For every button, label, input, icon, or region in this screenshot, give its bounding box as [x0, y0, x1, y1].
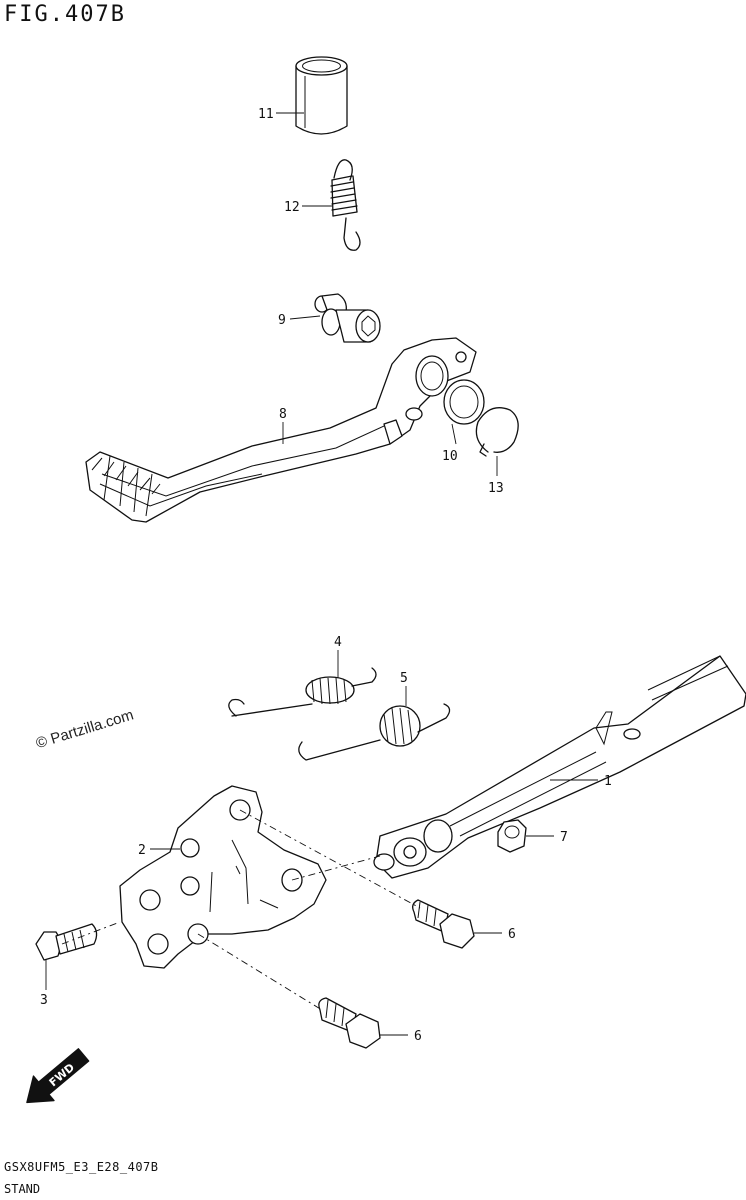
part-7-nut[interactable]: [497, 819, 527, 853]
callout-10: 10: [442, 449, 458, 464]
callout-4: 4: [334, 635, 342, 650]
callout-8: 8: [279, 407, 287, 422]
callout-11: 11: [258, 107, 274, 122]
part-2-bracket[interactable]: [119, 785, 327, 969]
part-4-spring[interactable]: [228, 667, 377, 717]
footer-code: GSX8UFM5_E3_E28_407B: [4, 1160, 159, 1174]
callout-3: 3: [40, 993, 48, 1008]
callout-1: 1: [604, 774, 612, 789]
callout-6a: 6: [508, 927, 516, 942]
callout-7: 7: [560, 830, 568, 845]
figure-title: FIG.407B: [4, 2, 126, 27]
part-11-collar[interactable]: [295, 56, 348, 135]
part-8-brake-pedal[interactable]: [85, 337, 477, 523]
part-10-washer[interactable]: [443, 379, 485, 425]
part-5-spring[interactable]: [298, 703, 451, 761]
fwd-arrow-icon: FWD: [26, 1048, 90, 1104]
part-3-bolt[interactable]: [35, 923, 98, 961]
part-6a-bolt[interactable]: [412, 899, 475, 949]
leader-lines: [45, 112, 598, 1036]
part-13-snap-ring[interactable]: [475, 407, 519, 457]
part-1-side-stand[interactable]: [373, 655, 746, 879]
part-6b-bolt[interactable]: [318, 997, 381, 1049]
part-9-pivot-bolt[interactable]: [314, 293, 381, 343]
callout-6b: 6: [414, 1029, 422, 1044]
callout-12: 12: [284, 200, 300, 215]
callout-13: 13: [488, 481, 504, 496]
callout-labels: 1 2 3 4 5 6 6 7 8 9 10 11 12 13: [40, 107, 612, 1044]
footer-name: STAND: [4, 1182, 41, 1196]
assembly-centerlines: [61, 809, 421, 1011]
callout-9: 9: [278, 313, 286, 328]
callout-5: 5: [400, 671, 408, 686]
part-12-spring[interactable]: [330, 159, 361, 251]
callout-2: 2: [138, 843, 146, 858]
